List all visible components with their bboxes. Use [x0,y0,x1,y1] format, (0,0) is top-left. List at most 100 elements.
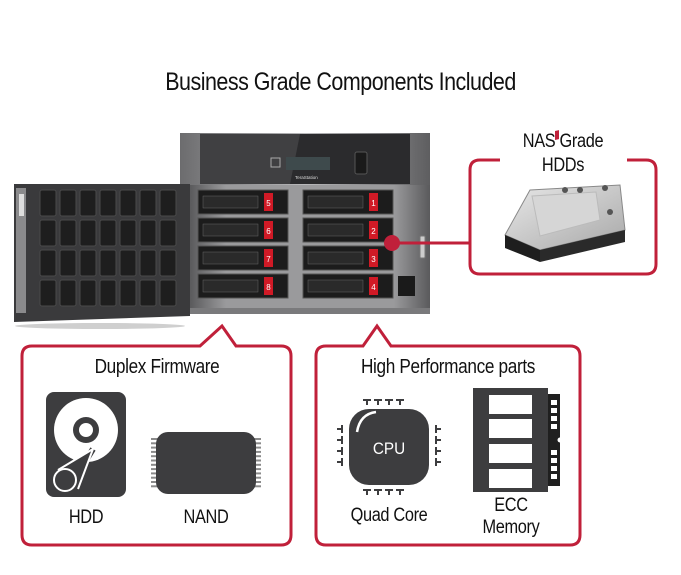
drive-release-lever[interactable] [264,221,273,239]
cpu-pin [341,447,343,455]
bay-number: 6 [266,227,271,236]
connector-dot [384,235,400,251]
nas-hdds-title-line1: NAS Grade [522,131,604,152]
memory-contact [551,474,557,479]
page-title: Business Grade Components Included [165,68,516,96]
memory-contact [551,450,557,455]
tray-label-area [307,251,364,265]
drive-bay[interactable]: 8 [197,273,289,299]
cpu-pin [366,489,368,495]
power-button[interactable] [270,157,281,168]
drive-bay[interactable]: 1 [302,189,394,215]
nas-hdds-title-line2: HDDs [541,155,585,176]
hdd-platter-icon [46,392,126,497]
cpu-pin [435,461,441,463]
drive-release-lever[interactable] [264,249,273,267]
door-filter-cell [119,249,137,277]
drive-release-lever[interactable] [369,221,378,239]
cpu-pin [337,439,343,441]
drive-bay[interactable]: 4 [302,273,394,299]
bay-number: 2 [371,227,376,236]
memory-contact [551,458,557,463]
drive-release-lever[interactable] [264,277,273,295]
cpu-pin [385,489,393,491]
bay-number: 8 [266,283,271,292]
hard-drive-tray-photo [504,130,626,262]
lcd-display [286,157,330,170]
high-performance-title: High Performance parts [360,356,536,378]
nand-chip-icon [151,432,261,494]
door-filter-cell [159,189,177,217]
cpu-pin [374,399,382,401]
tray-label-area [307,195,364,209]
front-panel-brand: TeraStation [295,175,318,180]
door-filter-cell [59,279,77,307]
drive-bay[interactable]: 7 [197,245,289,271]
cpu-pin [337,461,343,463]
cpu-pin [366,399,368,405]
quad-core-label: Quad Core [350,505,428,526]
ecc-label-line2: Memory [482,517,540,538]
cpu-pin [388,489,390,495]
cpu-pin [399,489,401,495]
ecc-label-line1: ECC [494,495,528,516]
chassis-handle [419,235,426,259]
door-filter-cell [99,189,117,217]
door-filter-cell [119,189,137,217]
cpu-pin [385,399,393,401]
door-filter-cell [99,249,117,277]
door-filter-cell [99,219,117,247]
drive-release-lever[interactable] [369,277,378,295]
high-performance-frame [314,323,582,547]
tray-label-area [202,279,259,293]
door-filter-cell [139,219,157,247]
memory-contact [551,466,557,471]
drive-release-lever[interactable] [264,193,273,211]
door-filter-cell [159,279,177,307]
door-filter-cell [119,279,137,307]
bay-number: 3 [371,255,376,264]
door-filter-cell [39,279,57,307]
cpu-pin [337,450,343,452]
cpu-pin [341,458,343,466]
door-filter-cell [39,189,57,217]
tray-label-area [202,251,259,265]
tray-label-area [202,195,259,209]
cpu-chip-text: CPU [373,439,405,458]
hdd-connector [384,235,470,251]
door-filter-cell [79,279,97,307]
cpu-chip-icon: CPU [337,399,441,495]
bay-number: 7 [266,255,271,264]
cpu-pin [396,489,404,491]
cpu-pin [435,428,441,430]
bay-number: 5 [266,199,271,208]
duplex-firmware-title: Duplex Firmware [94,356,220,378]
bay-number: 1 [371,199,376,208]
drive-bay[interactable]: 6 [197,217,289,243]
cpu-pin [435,436,437,444]
usb-copy-button[interactable] [354,151,368,175]
drive-bay[interactable]: 2 [302,217,394,243]
drive-bay[interactable]: 5 [197,189,289,215]
cpu-pin [374,489,382,491]
door-filter-cell [39,219,57,247]
drive-release-lever[interactable] [369,193,378,211]
drive-bay[interactable]: 3 [302,245,394,271]
tray-label-area [202,223,259,237]
nand-label: NAND [183,507,229,528]
nas-hdds-frame [468,158,658,276]
cpu-pin [341,436,343,444]
door-filter-cell [79,189,97,217]
drive-release-lever[interactable] [369,249,378,267]
cpu-pin [388,399,390,405]
door-filter-cell [99,279,117,307]
cpu-pin [377,399,379,405]
tray-label-area [307,223,364,237]
door-filter-cell [119,219,137,247]
nas-device: TeraStation 5 6 7 8 1 2 3 4 [14,133,430,329]
door-filter-cell [59,219,77,247]
tray-label-area [307,279,364,293]
cpu-pin [396,399,404,401]
cpu-pin [435,447,437,455]
